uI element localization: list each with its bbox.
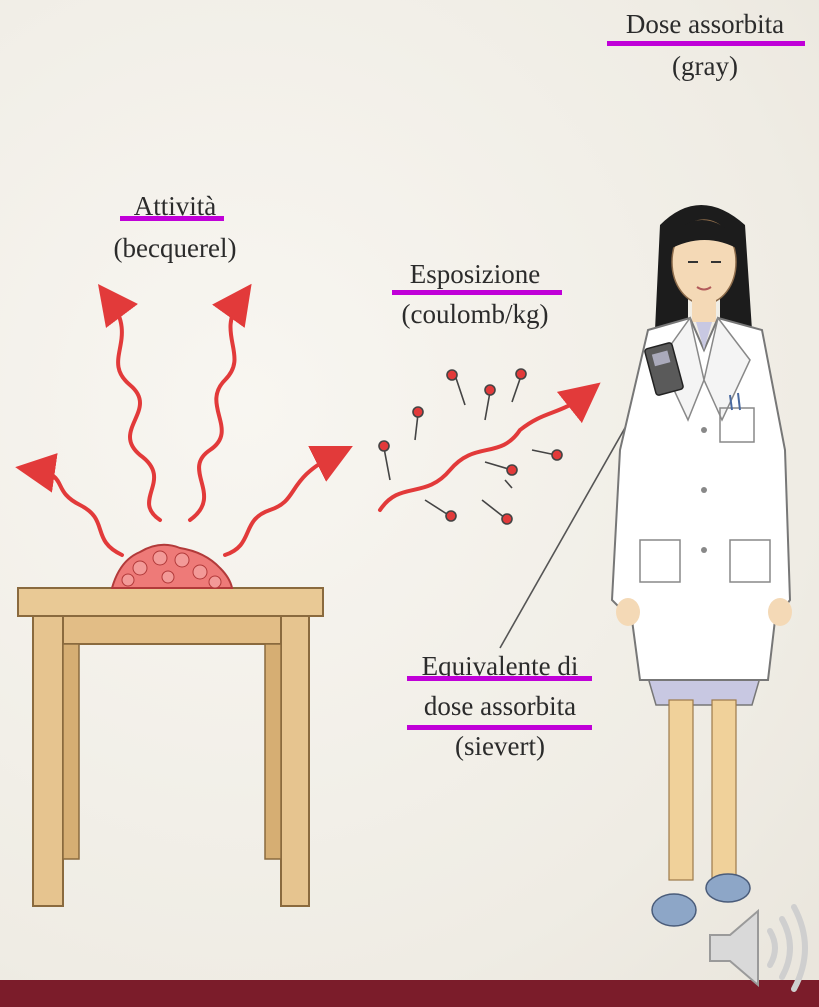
activity-unit: (becquerel) bbox=[80, 232, 270, 264]
speaker-icon[interactable] bbox=[700, 893, 810, 1003]
woman-in-lab-coat bbox=[612, 205, 792, 926]
activity-underline bbox=[120, 216, 224, 221]
exposure-title: Esposizione bbox=[380, 258, 570, 290]
radioactive-source bbox=[112, 545, 232, 588]
dose-absorbed-underline bbox=[607, 41, 805, 46]
exposure-underline bbox=[392, 290, 562, 295]
equivalent-dose-unit: (sievert) bbox=[400, 730, 600, 762]
particle-trails bbox=[379, 369, 562, 524]
table bbox=[18, 588, 323, 906]
slide-footer-bar bbox=[0, 980, 819, 1007]
equivalent-dose-underline-1 bbox=[407, 676, 592, 681]
dose-absorbed-title: Dose assorbita bbox=[600, 8, 810, 40]
dose-absorbed-unit: (gray) bbox=[600, 50, 810, 82]
equivalent-dose-line2: dose assorbita bbox=[400, 690, 600, 722]
exposure-unit: (coulomb/kg) bbox=[370, 298, 580, 330]
